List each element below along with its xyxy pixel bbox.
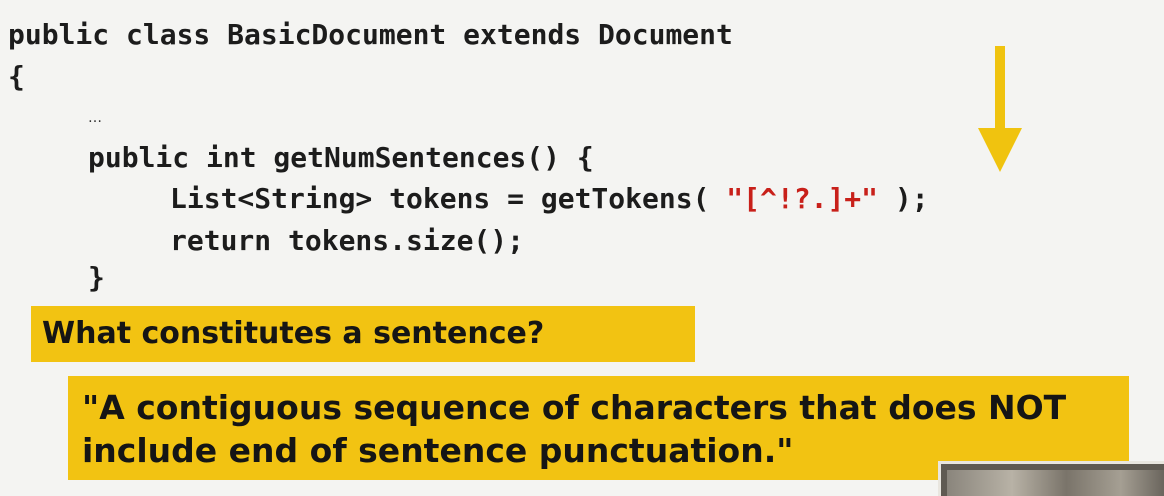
code-ellipsis: …	[88, 110, 102, 126]
code-line-close-brace: }	[88, 261, 105, 294]
question-callout: What constitutes a sentence?	[31, 306, 695, 362]
code-tokens-call: List<String> tokens = getTokens(	[170, 182, 727, 215]
code-tokens-close: );	[878, 182, 929, 215]
code-line-open-brace: {	[8, 60, 25, 93]
down-arrow-icon	[978, 46, 1022, 172]
code-line-return: return tokens.size();	[170, 224, 525, 257]
regex-string: "[^!?.]+"	[726, 182, 879, 215]
video-thumbnail	[938, 461, 1164, 496]
code-line-tokens: List<String> tokens = getTokens( "[^!?.]…	[170, 185, 929, 213]
answer-callout: "A contiguous sequence of characters tha…	[68, 376, 1129, 480]
code-line-method-signature: public int getNumSentences() {	[88, 141, 594, 174]
answer-line-2: include end of sentence punctuation."	[82, 431, 794, 470]
code-line-class-declaration: public class BasicDocument extends Docum…	[8, 18, 733, 51]
answer-line-1: "A contiguous sequence of characters tha…	[82, 388, 1067, 427]
